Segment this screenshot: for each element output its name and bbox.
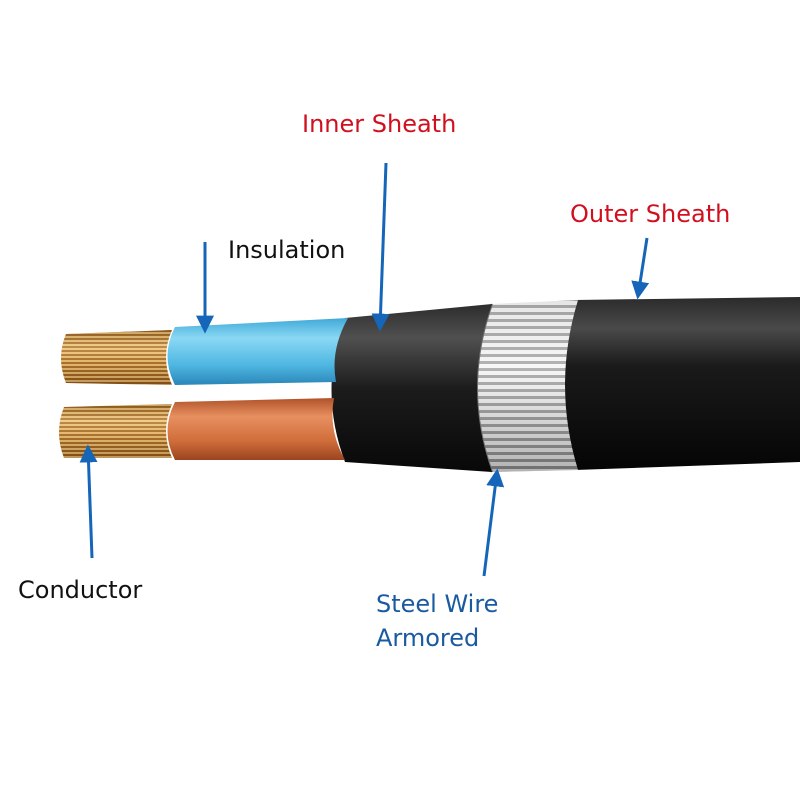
steel-wire-armor [476,300,578,473]
upper-conductor [61,330,172,385]
conductor-arrow [79,444,98,559]
steel-wire-armored-label: Steel Wire Armored [376,587,498,655]
outer-sheath-label: Outer Sheath [570,200,731,228]
blue-insulation [167,318,348,385]
inner-sheath-label: Inner Sheath [302,110,457,138]
lower-conductor [59,404,172,458]
brown-insulation [167,398,345,460]
outer-sheath [563,297,800,470]
outer-sheath-arrow [631,237,650,300]
conductor-label: Conductor [18,576,143,604]
steel-wire-arrow [482,468,505,577]
steel-wire-label-line1: Steel Wire [376,590,499,618]
steel-wire-label-line2: Armored [376,624,480,652]
inner-sheath [331,304,492,472]
inner-sheath-arrow [371,162,390,332]
insulation-label: Insulation [228,236,346,264]
